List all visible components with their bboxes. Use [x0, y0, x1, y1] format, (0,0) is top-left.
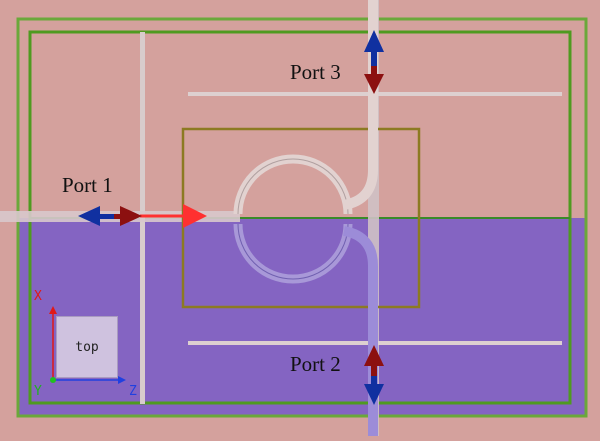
branch-to-port2	[342, 226, 378, 436]
port2-arrow[interactable]	[364, 345, 384, 405]
port1-arrow[interactable]	[78, 206, 142, 226]
port3-feed-strip	[368, 0, 379, 436]
z-axis-label: Z	[129, 384, 137, 399]
axis-triad	[49, 306, 126, 384]
ring-upper	[233, 154, 353, 215]
y-axis-dot	[50, 377, 56, 383]
port3-label: Port 3	[290, 60, 341, 84]
port1-label: Port 1	[62, 173, 113, 197]
x-axis-label: X	[34, 289, 42, 304]
view-orientation-cube[interactable]: top	[56, 316, 118, 378]
branch-to-port3	[342, 0, 378, 210]
port3-arrow[interactable]	[364, 30, 384, 94]
ring-upper-edge	[237, 158, 349, 215]
ring-lower-edge	[237, 223, 349, 280]
y-axis-label: Y	[34, 384, 42, 399]
view-orientation-label: top	[75, 339, 99, 355]
port2-label: Port 2	[290, 352, 341, 376]
